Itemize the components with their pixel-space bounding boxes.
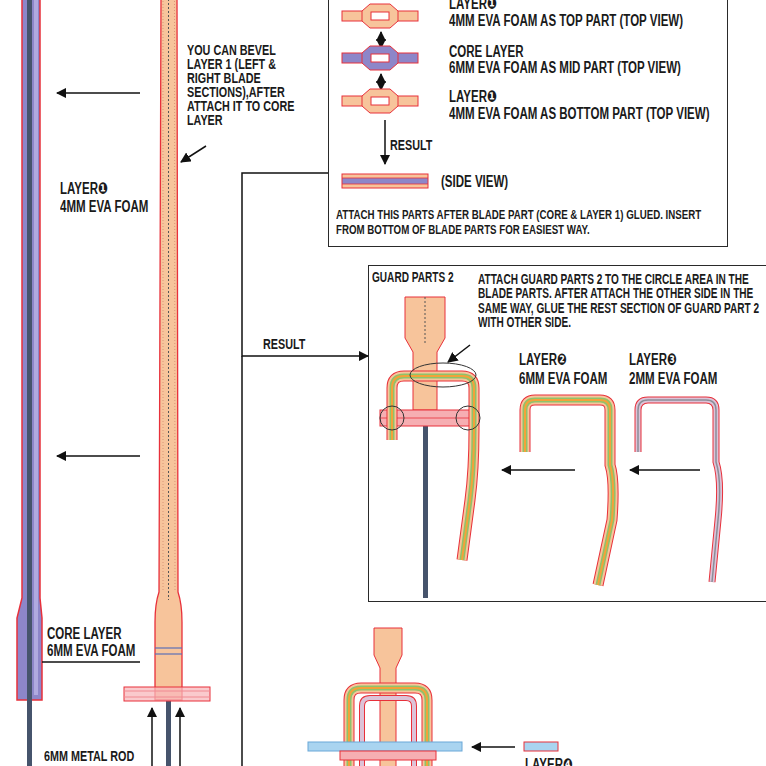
bevel-note: YOU CAN BEVEL LAYER 1 (LEFT & RIGHT BLAD… xyxy=(187,43,297,127)
direction-arrow xyxy=(151,708,153,766)
direction-arrow xyxy=(630,469,700,471)
edge-label: RESULT xyxy=(263,336,305,353)
front-view-sword xyxy=(166,700,171,766)
side-view-sword xyxy=(27,0,32,766)
direction-arrow xyxy=(57,92,140,94)
layer-description: 4MM EVA FOAM AS TOP PART (TOP VIEW) xyxy=(449,12,683,30)
part-label: 6MM METAL ROD xyxy=(44,748,134,765)
front-view-sword xyxy=(174,0,176,590)
side-view-stack xyxy=(342,178,428,184)
side-view-stack xyxy=(342,178,428,179)
side-view-stack xyxy=(342,174,428,188)
front-view-sword xyxy=(124,697,210,698)
foam-piece xyxy=(371,12,389,20)
direction-arrow xyxy=(181,146,206,162)
layer-heading: LAYER❸ xyxy=(629,351,677,369)
bottom-assembly xyxy=(308,628,558,766)
side-view-sword xyxy=(34,0,38,695)
guard-assembly xyxy=(410,363,476,387)
foam-piece xyxy=(342,46,418,70)
connector-arrow xyxy=(242,173,368,356)
foam-piece xyxy=(342,11,418,21)
layer-heading: LAYER❹ xyxy=(525,756,573,766)
layer-description: 4MM EVA FOAM xyxy=(60,198,148,216)
direction-arrow xyxy=(502,469,575,471)
foam-piece xyxy=(342,53,418,63)
front-view-sword xyxy=(155,0,182,700)
layer-heading: CORE LAYER xyxy=(449,43,523,61)
guard-assembly xyxy=(380,406,404,430)
panel-heading: GUARD PARTS 2 xyxy=(372,270,454,285)
layer-description: 2MM EVA FOAM xyxy=(629,370,717,388)
guard-layer-2 xyxy=(525,400,613,585)
bottom-assembly xyxy=(524,742,558,751)
guard-assembly xyxy=(456,406,480,430)
instruction-note: ATTACH THIS PARTS AFTER BLADE PART (CORE… xyxy=(336,207,728,237)
side-view-stack xyxy=(342,184,428,185)
guard-assembly xyxy=(423,426,428,598)
guard-layer-3 xyxy=(638,400,720,582)
foam-piece xyxy=(342,4,418,28)
guard-panel: GUARD PARTS 2 ATTACH GUARD PARTS 2 TO THE… xyxy=(368,265,766,602)
foam-piece xyxy=(342,89,418,113)
direction-arrow xyxy=(42,661,140,663)
instruction-panel: LAYER❶4MM EVA FOAM AS TOP PART (TOP VIEW… xyxy=(328,0,728,247)
guard-layer-2 xyxy=(525,400,613,585)
guard-assembly xyxy=(425,297,426,345)
foam-piece xyxy=(342,96,418,106)
guard-assembly xyxy=(405,297,445,410)
front-view-sword xyxy=(124,691,210,692)
result-label: RESULT xyxy=(390,137,432,154)
direction-arrow xyxy=(380,74,382,90)
guard-layer-2 xyxy=(525,400,613,585)
layer-description: 6MM EVA FOAM xyxy=(47,642,135,660)
guard-assembly xyxy=(392,376,474,560)
foam-piece xyxy=(371,54,389,62)
side-view-stack xyxy=(342,174,428,178)
side-view-sword xyxy=(17,0,42,766)
guard-assembly xyxy=(392,376,474,560)
side-view-stack xyxy=(342,174,428,188)
front-view-sword xyxy=(163,0,164,590)
guard-assembly xyxy=(392,376,474,560)
layer-heading: LAYER❶ xyxy=(60,180,108,198)
layer-description: 6MM EVA FOAM AS MID PART (TOP VIEW) xyxy=(449,59,681,77)
front-view-sword xyxy=(168,0,169,600)
front-view-sword xyxy=(155,653,182,654)
instruction-note: ATTACH GUARD PARTS 2 TO THE CIRCLE AREA … xyxy=(478,272,766,329)
direction-arrow xyxy=(448,345,470,362)
direction-arrow xyxy=(179,708,181,766)
view-label: (SIDE VIEW) xyxy=(441,173,508,191)
layer-heading: LAYER❶ xyxy=(449,0,497,13)
foam-piece xyxy=(362,89,398,113)
side-view-stack xyxy=(342,184,428,188)
layer-description: 4MM EVA FOAM AS BOTTOM PART (TOP VIEW) xyxy=(449,105,709,123)
guard-layer-2 xyxy=(525,400,613,585)
direction-arrow xyxy=(241,356,243,766)
direction-arrow xyxy=(472,746,515,748)
foam-piece xyxy=(371,97,389,105)
direction-arrow xyxy=(384,120,386,164)
guard-layer-3 xyxy=(638,400,720,582)
guard-layer-3 xyxy=(638,400,720,582)
layer-heading: LAYER❶ xyxy=(449,88,497,106)
guard-layer-3 xyxy=(638,400,720,582)
layer-heading: CORE LAYER xyxy=(47,625,121,643)
direction-arrow xyxy=(57,455,140,457)
front-view-sword xyxy=(155,647,182,648)
foam-piece xyxy=(362,46,398,70)
guard-layer-2 xyxy=(525,400,613,585)
front-view-sword xyxy=(124,687,210,701)
direction-arrow xyxy=(42,32,700,766)
layer-heading: LAYER❷ xyxy=(519,351,567,369)
foam-piece xyxy=(362,4,398,28)
guard-assembly xyxy=(392,376,474,560)
guard-assembly xyxy=(380,297,480,598)
bottom-assembly xyxy=(308,742,462,751)
layer-description: 6MM EVA FOAM xyxy=(519,370,607,388)
bottom-assembly xyxy=(340,751,436,760)
